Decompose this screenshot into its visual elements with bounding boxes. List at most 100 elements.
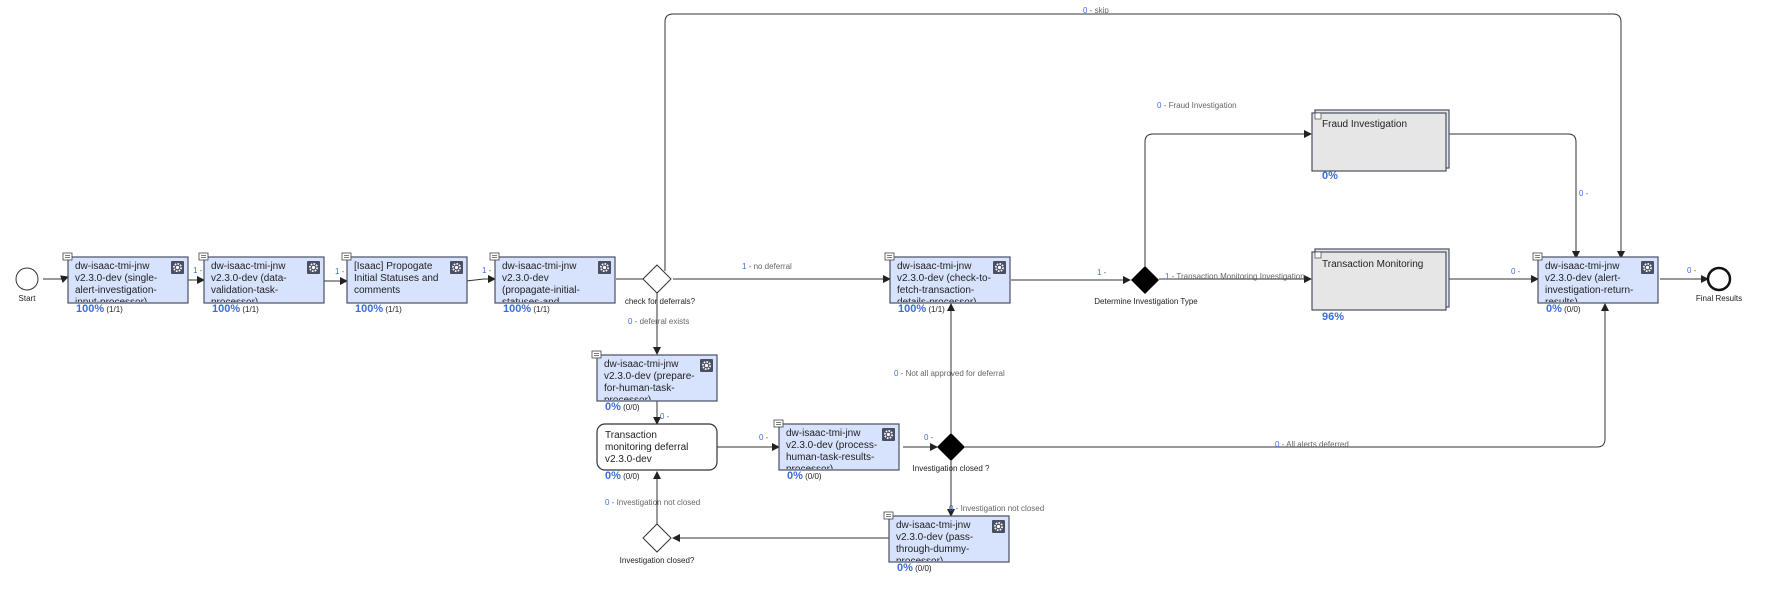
gear-icon[interactable] [1640,260,1655,275]
service-task-line: processor) [604,395,651,406]
service-task-line: [Isaac] Propogate [354,261,433,272]
edge-label-skip: 0 - skip [1083,6,1109,15]
gear-icon[interactable] [170,260,185,275]
service-task-progress: 0% (0/0) [1546,303,1581,315]
service-task-line: through-dummy- [896,544,969,555]
subprocess-expand-icon [1314,251,1322,259]
gear-icon[interactable] [597,260,612,275]
service-task-box [67,256,189,304]
edges [43,13,1709,542]
service-task-progress: 100% (1/1) [76,303,123,315]
service-task-line: results) [1545,297,1578,308]
service-task-line: v2.3.0-dev (data- [211,273,287,284]
service-task-box [889,256,1011,304]
service-task-line: processor) [211,297,258,308]
service-task-box [1537,256,1659,304]
service-task-t4[interactable]: dw-isaac-tmi-jnwv2.3.0-dev(propagate-ini… [489,252,616,315]
service-task-progress: 100% (1/1) [898,303,945,315]
edge-label-inv-not-closed-left: 0 - Investigation not closed [605,498,700,507]
gear-icon[interactable] [992,260,1007,275]
gateway-check-deferrals[interactable]: check for deferrals? [625,264,696,306]
end-event[interactable]: Final Results [1696,266,1742,303]
edge-count-human-t7: 0 - [759,433,769,442]
service-task-line: v2.3.0-dev (single- [75,273,157,284]
service-task-line: investigation-return- [1545,285,1633,296]
edge-count-fraud-t9: 0 - [1579,189,1589,198]
edge-label-fraud-investigation: 0 - Fraud Investigation [1157,101,1237,110]
service-task-line: alert-investigation- [75,285,157,296]
service-task-progress: 0% (0/0) [897,562,932,574]
task-type-icon [773,419,784,428]
gear-icon[interactable] [991,519,1006,534]
edge-labels: 0 - skip 1 - no deferral 0 - deferral ex… [193,6,1697,513]
service-task-box [346,256,468,304]
gear-icon[interactable] [306,260,321,275]
task-type-icon [1532,252,1543,261]
gateway-investigation-closed-bottom-label: Investigation closed? [620,556,695,565]
subprocess-fraud-percent: 0% [1322,170,1338,182]
gateway-investigation-closed-main-label: Investigation closed ? [913,464,990,473]
service-task-line: Initial Statuses and [354,273,439,284]
edge-label-all-alerts-deferred: 0 - All alerts deferred [1275,440,1349,449]
service-task-line: dw-isaac-tmi-jnw [896,520,971,531]
service-task-box [596,354,718,402]
start-event-label: Start [19,294,37,303]
service-task-line: statuses-and [502,297,559,308]
edge-count-t6-human: 0 - [660,412,670,421]
edge-label-not-all-approved: 0 - Not all approved for deferral [894,369,1005,378]
service-task-line: dw-isaac-tmi-jnw [786,428,861,439]
service-task-line: (propagate-initial- [502,285,580,296]
service-task-line: dw-isaac-tmi-jnw [75,261,150,272]
service-task-line: v2.3.0-dev (process- [786,440,877,451]
gateway-investigation-closed-main[interactable]: Investigation closed ? [913,433,990,473]
subprocess-fraud-title: Fraud Investigation [1322,119,1407,130]
service-task-line: validation-task- [211,285,278,296]
edge-count-t9-end: 0 - [1687,266,1697,275]
edge-count-t2-t3: 1 - [335,267,345,276]
gateway-check-deferrals-label: check for deferrals? [625,297,696,306]
subprocess-tm-title: Transaction Monitoring [1322,259,1423,270]
edge-label-tm-investigation: 1 - Transaction Monitoring Investigation [1165,272,1305,281]
gear-icon[interactable] [699,358,714,373]
gateway-investigation-type-label: Determine Investigation Type [1094,297,1198,306]
service-task-line: fetch-transaction- [897,285,974,296]
edge-label-deferral-exists: 0 - deferral exists [628,317,689,326]
service-task-progress: 100% (1/1) [503,303,550,315]
subprocess-transaction-monitoring[interactable]: Transaction Monitoring 96% [1311,248,1450,323]
service-task-progress: 100% (1/1) [355,303,402,315]
service-task-progress: 100% (1/1) [212,303,259,315]
service-task-line: dw-isaac-tmi-jnw [502,261,577,272]
end-event-label: Final Results [1696,294,1742,303]
gear-icon[interactable] [449,260,464,275]
human-task-deferral[interactable]: Transaction monitoring deferral v2.3.0-d… [596,423,718,482]
service-task-line: dw-isaac-tmi-jnw [1545,261,1620,272]
task-type-icon [883,511,894,520]
edge-label-inv-not-closed-right: 0 - Investigation not closed [949,504,1044,513]
service-task-box [778,423,900,471]
subprocess-fraud-investigation[interactable]: Fraud Investigation 0% [1311,109,1450,182]
gateway-investigation-closed-bottom[interactable]: Investigation closed? [620,523,695,565]
subprocess-expand-icon [1314,112,1322,120]
gateway-investigation-type[interactable]: Determine Investigation Type [1094,266,1198,306]
task-type-icon [341,252,352,261]
service-task-line: details-processor) [897,297,976,308]
start-event[interactable]: Start [15,267,39,303]
edge-count-t5-gw: 1 - [1097,268,1107,277]
task-type-icon [591,350,602,359]
service-task-line: dw-isaac-tmi-jnw [897,261,972,272]
gear-icon[interactable] [881,427,896,442]
service-task-line: v2.3.0-dev (pass- [896,532,973,543]
human-task-line-3: v2.3.0-dev [605,454,652,465]
service-task-line: comments [354,285,400,296]
service-task-progress: 0% (0/0) [605,401,640,413]
service-task-line: v2.3.0-dev (alert- [1545,273,1621,284]
